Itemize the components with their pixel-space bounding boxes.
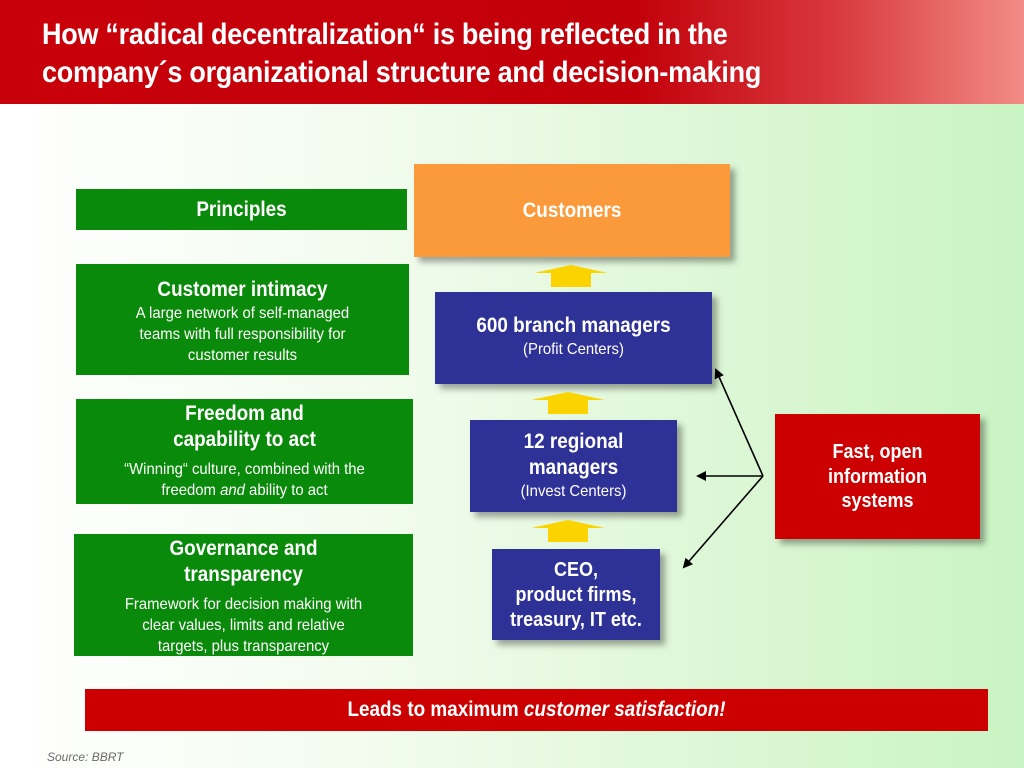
ceo-line: treasury, IT etc. bbox=[510, 609, 642, 631]
arrow-to-branch-managers bbox=[714, 368, 764, 477]
up-arrow-icon bbox=[531, 520, 605, 542]
principles-label: Principles bbox=[196, 198, 287, 221]
header-bar: How “radical decentralization“ is being … bbox=[0, 0, 1024, 104]
principle-text-line: targets, plus transparency bbox=[157, 638, 330, 655]
information-systems-line: systems bbox=[841, 490, 914, 512]
up-arrow-icon bbox=[531, 392, 605, 414]
principle-freedom-capability: Freedom and capability to act “Winning“ … bbox=[76, 399, 413, 504]
conclusion-banner: Leads to maximum customer satisfaction! bbox=[85, 689, 988, 731]
ceo-box: CEO, product firms, treasury, IT etc. bbox=[492, 549, 660, 640]
regional-managers-subtitle: (Invest Centers) bbox=[520, 483, 627, 500]
principle-text-segment: ability to act bbox=[244, 482, 328, 499]
regional-managers-box: 12 regional managers (Invest Centers) bbox=[470, 420, 677, 512]
principle-text-line: A large network of self-managed bbox=[135, 305, 350, 322]
conclusion-text-lead: Leads to maximum bbox=[347, 698, 524, 721]
page-title-line-1: How “radical decentralization“ is being … bbox=[42, 18, 728, 51]
principle-title-line: Governance and bbox=[169, 537, 318, 560]
principle-text-line-2: freedom and ability to act bbox=[88, 480, 401, 501]
arrow-to-ceo bbox=[682, 475, 764, 569]
principle-title-line: transparency bbox=[184, 563, 303, 586]
principles-header: Principles bbox=[76, 189, 407, 230]
information-systems-line: Fast, open bbox=[832, 441, 923, 463]
ceo-line: CEO, bbox=[553, 559, 599, 581]
conclusion-text: Leads to maximum customer satisfaction! bbox=[130, 689, 943, 731]
conclusion-text-emphasis: customer satisfaction! bbox=[523, 698, 726, 721]
principle-text-segment: freedom bbox=[161, 482, 221, 499]
principle-text-emphasis: and bbox=[220, 482, 245, 499]
up-arrow-icon bbox=[534, 265, 608, 287]
principle-text-line: teams with full responsibility for bbox=[139, 326, 346, 343]
regional-managers-title-line: managers bbox=[528, 456, 619, 479]
principle-text-line: clear values, limits and relative bbox=[142, 617, 345, 634]
customers-box: Customers bbox=[414, 164, 730, 257]
information-systems-box: Fast, open information systems bbox=[775, 414, 980, 539]
principle-title-line: capability to act bbox=[173, 428, 316, 451]
principle-text-line: Framework for decision making with bbox=[124, 596, 363, 613]
principle-governance-transparency: Governance and transparency Framework fo… bbox=[74, 534, 413, 656]
branch-managers-box: 600 branch managers (Profit Centers) bbox=[435, 292, 712, 384]
principle-text-line: customer results bbox=[187, 347, 298, 364]
principle-title: Customer intimacy bbox=[157, 278, 328, 301]
page-title: How “radical decentralization“ is being … bbox=[42, 16, 906, 92]
page-title-line-2: company´s organizational structure and d… bbox=[42, 56, 762, 89]
principle-customer-intimacy: Customer intimacy A large network of sel… bbox=[76, 264, 409, 375]
regional-managers-title-line: 12 regional bbox=[523, 430, 624, 453]
principle-title-line: Freedom and bbox=[185, 402, 304, 425]
information-systems-line: information bbox=[828, 465, 927, 488]
branch-managers-subtitle: (Profit Centers) bbox=[523, 341, 624, 358]
principle-text-line: “Winning“ culture, combined with the bbox=[124, 461, 365, 478]
customers-label: Customers bbox=[522, 199, 622, 222]
source-note: Source: BBRT bbox=[47, 750, 124, 764]
branch-managers-title: 600 branch managers bbox=[476, 314, 671, 337]
ceo-line: product firms, bbox=[515, 584, 637, 606]
